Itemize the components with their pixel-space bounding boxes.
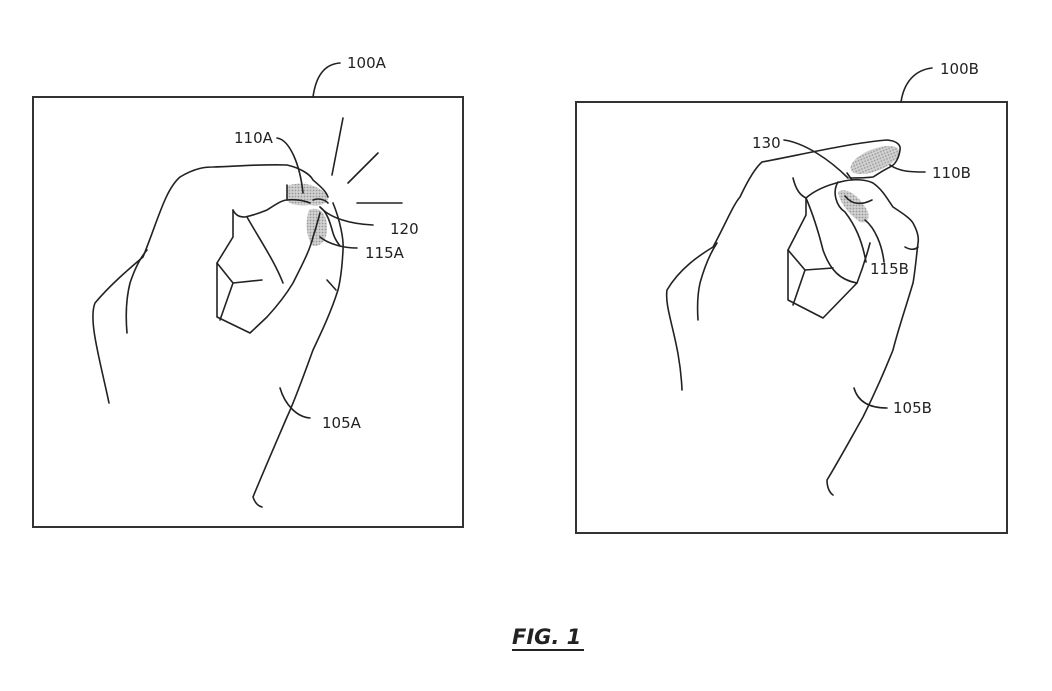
leader-110b: [889, 164, 926, 173]
leader-105a: [279, 387, 311, 419]
panel-100b: 100B 130 110B 115B 105B: [575, 60, 1008, 534]
label-100b: 100B: [940, 60, 979, 78]
leader-110a: [276, 137, 304, 194]
label-130: 130: [752, 134, 781, 152]
shaded-index-tip: [850, 145, 900, 175]
label-110b: 110B: [932, 164, 971, 182]
hand-pinching: [92, 163, 344, 508]
hand-open-pinch: [665, 139, 920, 496]
figure-caption: FIG. 1: [512, 625, 581, 649]
leader-115b: [864, 219, 885, 263]
leader-100a: [312, 62, 341, 98]
label-120: 120: [390, 220, 419, 238]
leader-130: [783, 139, 849, 179]
leader-105b: [853, 387, 888, 409]
label-115b: 115B: [870, 260, 909, 278]
shaded-thumb-tip: [306, 208, 328, 247]
label-110a: 110A: [234, 129, 274, 147]
label-105a: 105A: [322, 414, 362, 432]
shaded-thumb-tip: [838, 190, 869, 223]
leader-120: [319, 206, 374, 226]
panel-frame: [32, 96, 464, 528]
label-100a: 100A: [347, 54, 387, 72]
panel-frame: [575, 101, 1008, 534]
panel-100a: 100A 110A 120 115A 105A: [32, 54, 464, 528]
label-105b: 105B: [893, 399, 932, 417]
leader-100b: [900, 67, 933, 103]
leader-115a: [319, 236, 358, 249]
label-115a: 115A: [365, 244, 405, 262]
motion-rays: [331, 117, 403, 204]
